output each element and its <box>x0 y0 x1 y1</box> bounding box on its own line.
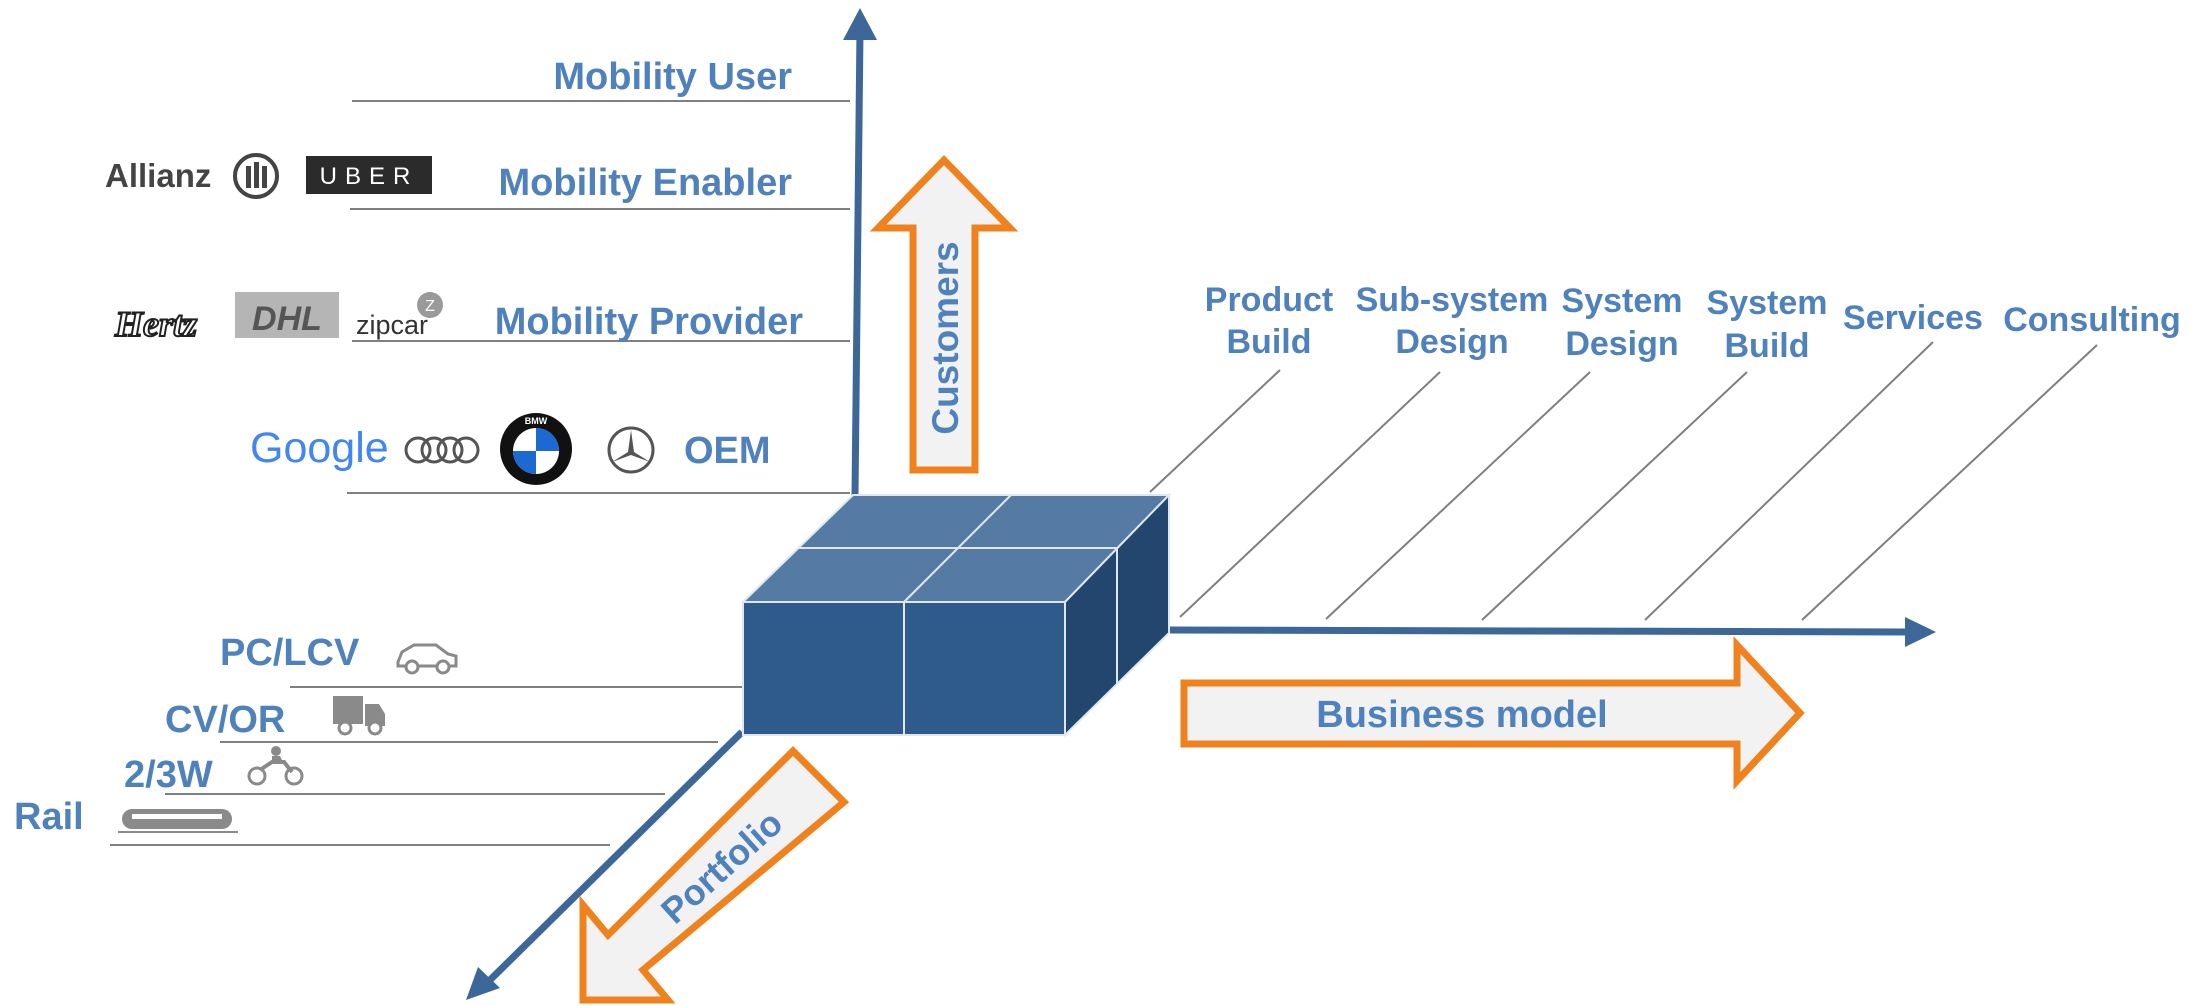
car-icon <box>396 643 458 675</box>
motorbike-icon <box>247 746 304 786</box>
svg-text:zipcar: zipcar <box>356 310 428 340</box>
portfolio-arrow: Portfolio <box>579 746 850 1004</box>
label-system-build-2: Build <box>1725 327 1810 365</box>
hertz-logo: Hertz <box>113 303 198 345</box>
level-line-subsystem-design <box>1179 371 1441 618</box>
label-subsystem-design-2: Design <box>1395 323 1508 361</box>
diagonal-axis-arrowhead <box>466 967 500 1000</box>
label-mobility-enabler: Mobility Enabler <box>499 162 793 204</box>
level-line-system-build <box>1481 371 1748 621</box>
svg-text:Google: Google <box>250 424 389 472</box>
zipcar-logo: zipcar Z <box>356 292 443 340</box>
label-consulting: Consulting <box>2003 301 2181 339</box>
horizontal-axis-arrowhead <box>1905 617 1936 647</box>
customers-arrow: Customers <box>869 154 1019 474</box>
audi-logo <box>404 436 480 464</box>
label-product-build-2: Build <box>1227 323 1312 361</box>
level-line-consulting <box>1801 344 2098 621</box>
label-rail: Rail <box>14 796 84 838</box>
label-services: Services <box>1843 299 1983 337</box>
horizontal-axis <box>1167 626 1911 636</box>
svg-text:Z: Z <box>425 298 435 315</box>
svg-text:UBER: UBER <box>320 163 419 190</box>
label-pc-lcv: PC/LCV <box>220 632 360 674</box>
svg-text:Hertz: Hertz <box>114 304 197 344</box>
label-system-design-1: System <box>1562 282 1683 320</box>
label-system-design-2: Design <box>1565 325 1678 363</box>
truck-icon <box>333 696 385 736</box>
cube-top-divider-b <box>903 494 1012 603</box>
label-subsystem-design-1: Sub-system <box>1356 281 1549 319</box>
bmw-logo: BMW <box>500 413 572 485</box>
uber-logo: UBER <box>306 156 432 194</box>
svg-text:DHL: DHL <box>252 300 322 338</box>
svg-text:BMW: BMW <box>525 416 548 426</box>
label-product-build-1: Product <box>1205 281 1333 319</box>
cube <box>740 492 1172 738</box>
label-cv-or: CV/OR <box>165 699 285 741</box>
label-mobility-provider: Mobility Provider <box>495 301 803 343</box>
customers-arrow-label: Customers <box>925 241 966 434</box>
google-logo: Google <box>250 424 389 472</box>
svg-text:Allianz: Allianz <box>105 157 211 194</box>
label-mobility-user: Mobility User <box>553 56 792 98</box>
level-line-services <box>1644 341 1934 621</box>
train-icon <box>118 809 238 833</box>
dhl-logo: DHL <box>235 292 339 338</box>
vertical-axis <box>851 29 864 496</box>
level-line-product-build <box>1149 369 1281 493</box>
level-line-system-design <box>1325 371 1591 620</box>
mercedes-logo <box>607 426 655 474</box>
diagonal-axis <box>487 729 745 983</box>
label-2-3w: 2/3W <box>124 754 213 796</box>
label-system-build-1: System <box>1707 284 1828 322</box>
label-oem: OEM <box>684 430 771 472</box>
vertical-axis-arrowhead <box>843 8 877 40</box>
business-model-arrow-label: Business model <box>1316 694 1607 736</box>
allianz-logo: Allianz <box>105 153 279 199</box>
business-model-arrow: Business model <box>1180 636 1805 790</box>
